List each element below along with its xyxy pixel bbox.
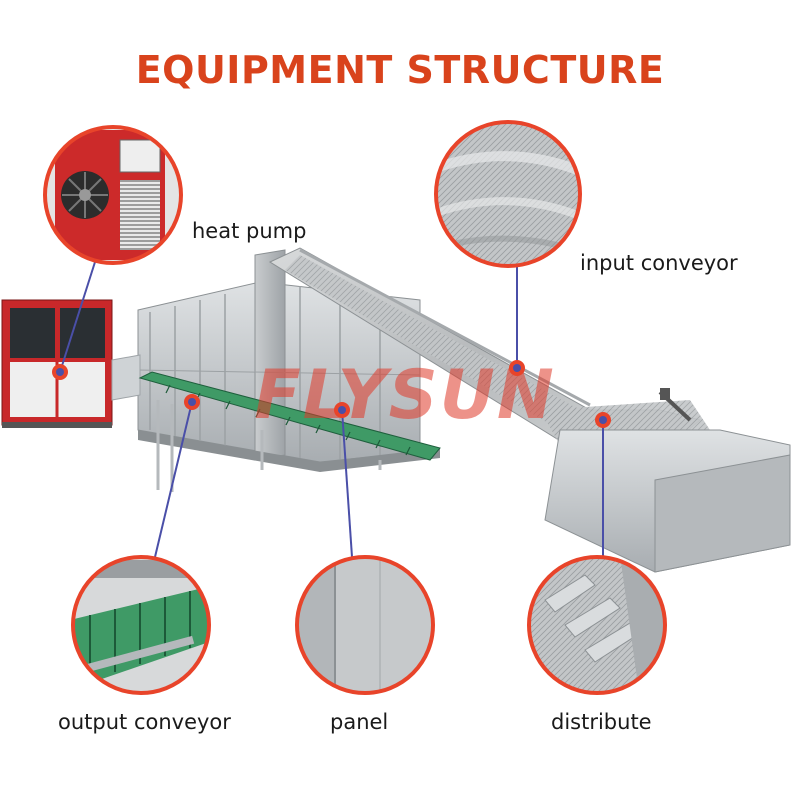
callout-heat-pump-detail — [43, 125, 183, 265]
heat-pump-unit — [1, 299, 141, 428]
output-conveyor-frame — [138, 371, 441, 492]
label-input-conveyor: input conveyor — [580, 251, 738, 275]
label-distribute: distribute — [551, 710, 652, 734]
marker-output-conveyor — [184, 394, 200, 410]
watermark-logo: FLYSUN — [254, 356, 556, 435]
callout-distribute-detail — [527, 555, 667, 695]
label-heat-pump: heat pump — [192, 219, 307, 243]
callout-output-conveyor-detail — [71, 555, 211, 695]
marker-distribute — [595, 412, 611, 428]
callout-markers — [52, 360, 611, 428]
page-title: EQUIPMENT STRUCTURE — [135, 48, 665, 92]
label-output-conveyor: output conveyor — [58, 710, 231, 734]
leader-lines — [59, 261, 604, 558]
input-conveyor-frame — [268, 247, 791, 573]
callout-input-conveyor-detail — [434, 120, 582, 268]
marker-heat-pump — [52, 364, 68, 380]
callout-panel-detail — [295, 555, 435, 695]
marker-input-conveyor — [509, 360, 525, 376]
marker-panel — [334, 402, 350, 418]
label-panel: panel — [330, 710, 389, 734]
